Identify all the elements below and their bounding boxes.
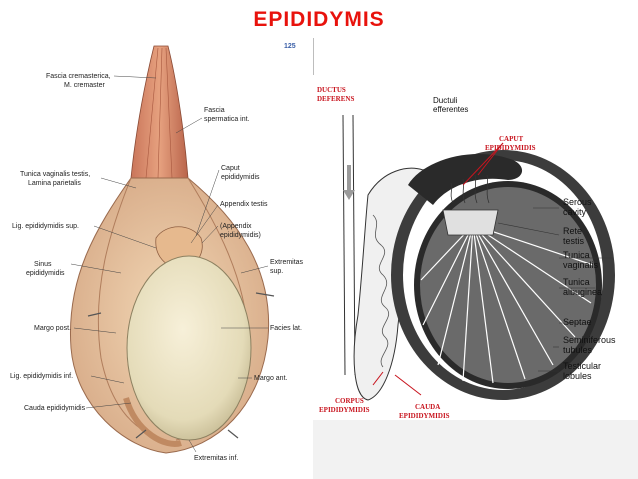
label-ductus: DUCTUS <box>317 86 346 94</box>
lobules-area <box>420 187 596 383</box>
label-sinus: Sinus <box>34 261 52 268</box>
label-tubules: tubules <box>563 345 593 355</box>
label-efferentes: efferentes <box>433 105 468 114</box>
label-fascia: Fascia <box>204 107 225 114</box>
label-corpus-epididymidis: EPIDIDYMIDIS <box>319 406 370 414</box>
testis-section-schematic: DUCTUS DEFERENS Ductuli efferentes CAPUT… <box>317 86 616 420</box>
label-caput-epididymidis-right: EPIDIDYMIDIS <box>485 144 536 152</box>
label-septae: Septae <box>563 317 592 327</box>
testis-body <box>126 255 252 441</box>
testis-cutaway-drawing: 125 Fascia cremasterica, M. cremaster Fa… <box>10 43 304 462</box>
label-extremitas: Extremitas <box>270 259 304 266</box>
label-deferens: DEFERENS <box>317 95 354 103</box>
label-corpus: CORPUS <box>335 397 364 405</box>
label-caput-epididymidis: epididymidis <box>221 174 260 181</box>
label-seminiferous: Seminiferous <box>563 335 616 345</box>
label-ductuli: Ductuli <box>433 96 458 105</box>
label-rete: Rete <box>563 226 582 236</box>
label-m-cremaster: M. cremaster <box>64 82 106 89</box>
label-cauda-epididymidis: Cauda epididymidis <box>24 405 86 412</box>
svg-text:125: 125 <box>284 43 296 50</box>
label-cauda-epididymidis-right: EPIDIDYMIDIS <box>399 412 450 420</box>
label-cavity: cavity <box>563 207 587 217</box>
label-serous: Serous <box>563 197 592 207</box>
anatomy-illustration-left: 125 Fascia cremasterica, M. cremaster Fa… <box>6 38 314 472</box>
label-lobules: lobules <box>563 371 592 381</box>
label-fascia-cremasterica: Fascia cremasterica, <box>46 73 111 80</box>
label-margo-post: Margo post. <box>34 325 71 332</box>
label-sinus-epididymidis: epididymidis <box>26 270 65 277</box>
label-spermatica-int: spermatica int. <box>204 116 250 123</box>
caput-shape <box>408 154 523 205</box>
label-cauda: CAUDA <box>415 403 440 411</box>
label-vaginalis: vaginalis <box>563 260 599 270</box>
cremaster-muscle <box>130 45 189 179</box>
label-tunica-2: Tunica <box>563 277 590 287</box>
label-appendix-epididymidis: epididymidis) <box>220 232 261 239</box>
label-caput: Caput <box>221 165 240 172</box>
label-caput-right: CAPUT <box>499 135 523 143</box>
label-appendix: (Appendix <box>220 223 252 230</box>
label-lig-inf: Lig. epididymidis inf. <box>10 373 73 380</box>
label-tunica-vaginalis: Tunica vaginalis testis, <box>20 171 90 178</box>
schematic-diagram-right: DUCTUS DEFERENS Ductuli efferentes CAPUT… <box>313 75 638 420</box>
label-lig-sup: Lig. epididymidis sup. <box>12 223 79 230</box>
label-extremitas-inf: Extremitas inf. <box>194 455 238 462</box>
label-lamina-parietalis: Lamina parietalis <box>28 180 81 187</box>
label-tunica-1: Tunica <box>563 250 590 260</box>
page-title: EPIDIDYMIS <box>253 8 385 31</box>
footer-area <box>313 420 638 479</box>
label-testis: testis <box>563 236 585 246</box>
label-appendix-testis: Appendix testis <box>220 201 268 208</box>
label-testicular: Testicular <box>563 361 601 371</box>
label-extremitas-sup: sup. <box>270 268 283 275</box>
label-margo-ant: Margo ant. <box>254 375 288 382</box>
rete-testis-shape <box>442 209 499 236</box>
label-facies-lat: Facies lat. <box>270 325 302 332</box>
label-albuginea: albuginea <box>563 287 602 297</box>
